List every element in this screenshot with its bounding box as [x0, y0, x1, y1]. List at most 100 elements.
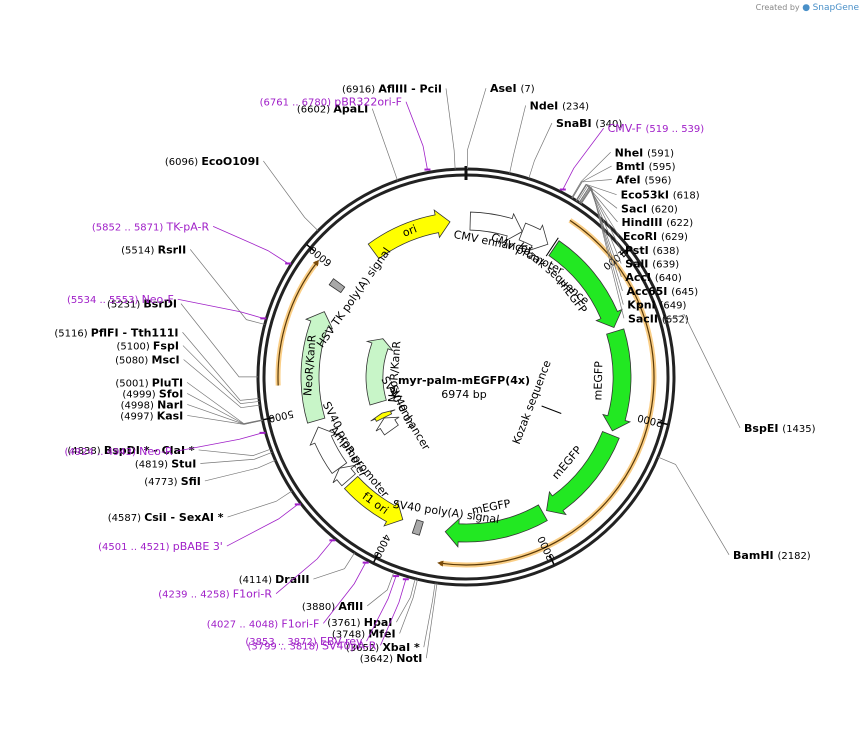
enzyme-label: (4997) KasI — [120, 409, 183, 422]
enzyme-label: BamHI (2182) — [733, 549, 811, 562]
enzyme-position: (4819) — [135, 459, 171, 470]
ruler-tick — [263, 416, 274, 421]
enzyme-label: (4819) StuI — [135, 457, 197, 470]
primer-leader — [177, 298, 264, 319]
enzyme-label: (5116) PflFI - Tth111I — [54, 326, 178, 339]
feature-promoter — [309, 426, 348, 474]
enzyme-label: (3642) NotI — [360, 652, 423, 665]
inner-feature-ori — [370, 409, 396, 422]
feature-label: mEGFP — [591, 361, 605, 401]
feature-gfp — [548, 240, 623, 328]
enzyme-position: (3761) — [327, 618, 363, 629]
enzyme-label: (6096) EcoO109I — [165, 155, 259, 168]
primer-leader — [405, 101, 428, 170]
primer-leader — [366, 575, 397, 642]
enzyme-name: BspDI * - ClaI * — [104, 444, 195, 457]
enzyme-position: (1435) — [782, 424, 815, 435]
enzyme-position: (4114) — [239, 575, 275, 586]
enzyme-label: NheI (591) — [615, 146, 674, 159]
enzyme-label: (4773) SfiI — [144, 475, 201, 488]
primer-label: (5852 .. 5871) TK-pA-R — [92, 220, 210, 233]
enzyme-leader — [576, 184, 618, 223]
polya-signal-box — [411, 519, 424, 536]
plasmid-length: 6974 bp — [441, 388, 486, 401]
enzyme-leader — [466, 88, 487, 170]
enzyme-name: SacI — [621, 202, 651, 215]
primer-position: (4924 .. 4943) — [65, 447, 140, 458]
enzyme-name: BamHI — [733, 549, 777, 562]
primer-label: (4924 .. 4943) Neo-R — [65, 445, 174, 458]
orange-arc — [277, 259, 319, 386]
enzyme-position: (2182) — [777, 551, 810, 562]
enzyme-position: (640) — [655, 273, 682, 284]
ruler-label: 4000 — [371, 532, 392, 560]
ruler-label: 6000 — [308, 243, 335, 268]
enzyme-label: (4114) DraIII — [239, 573, 310, 586]
enzyme-leader — [189, 249, 265, 325]
enzyme-name: HindIII — [621, 216, 666, 229]
enzyme-label: BmtI (595) — [616, 160, 676, 173]
enzyme-name: XbaI * — [382, 641, 420, 654]
orange-arcs — [275, 218, 657, 568]
ruler-tick — [373, 552, 379, 563]
enzyme-name: SfiI — [181, 475, 201, 488]
enzyme-position: (652) — [662, 314, 689, 325]
enzyme-position: (595) — [649, 162, 676, 173]
enzyme-label: NdeI (234) — [530, 99, 589, 112]
enzyme-position: (6602) — [297, 105, 333, 116]
feature-label: NeoR/KanR — [301, 334, 319, 397]
enzyme-name: ApaLI — [333, 103, 368, 116]
primer-position: (5534 .. 5553) — [67, 295, 142, 306]
enzyme-label: HindIII (622) — [621, 216, 693, 229]
enzyme-label: KpnI (649) — [627, 299, 686, 312]
primer-name: SV40pA-R — [322, 639, 377, 652]
inner-mark — [541, 405, 562, 414]
enzyme-position: (618) — [673, 191, 700, 202]
enzyme-leader — [579, 186, 623, 291]
enzyme-name: AseI — [490, 82, 520, 95]
enzyme-label: PstI (638) — [625, 244, 680, 257]
primer-position: (3853 .. 3872) — [245, 637, 320, 648]
feature-promoter — [332, 465, 356, 487]
primer-name: F1ori-F — [281, 617, 319, 630]
orange-arc — [437, 219, 655, 567]
primer-label: (4027 .. 4048) F1ori-F — [207, 617, 320, 630]
enzyme-label: (5080) MscI — [115, 353, 180, 366]
primer-leader — [226, 504, 299, 547]
enzyme-leader — [425, 582, 438, 659]
enzyme-name: EcoO109I — [201, 155, 259, 168]
enzyme-position: (4773) — [144, 477, 180, 488]
primer-name: TK-pA-R — [165, 220, 209, 233]
primer-label: (5534 .. 5553) Neo-F — [67, 293, 174, 306]
enzyme-label: (3880) AflII — [302, 600, 363, 613]
enzyme-leader — [577, 184, 620, 237]
enzyme-leader — [572, 179, 612, 199]
enzyme-name: NarI — [157, 398, 183, 411]
enzyme-position: (638) — [653, 246, 680, 257]
enzyme-label: (4999) SfoI — [122, 387, 183, 400]
primer-name: Neo-F — [142, 293, 174, 306]
primer-leader — [380, 579, 407, 646]
ruler-tick — [619, 247, 629, 256]
enzyme-leader — [423, 582, 436, 648]
enzyme-label: (6916) AflIII - PciI — [342, 82, 442, 95]
enzyme-leader — [657, 456, 730, 556]
primer-label: (4501 .. 4521) pBABE 3' — [98, 540, 223, 553]
feature-gfp — [444, 504, 548, 548]
ruler-tick — [306, 244, 315, 252]
enzyme-position: (6096) — [165, 157, 201, 168]
enzyme-leader — [204, 460, 276, 482]
primer-name: F1ori-R — [233, 588, 273, 601]
credit-prefix: Created by — [755, 3, 800, 12]
primer-leader — [275, 540, 333, 595]
enzyme-name: PluTI — [152, 376, 183, 389]
enzyme-name: SacII — [628, 312, 662, 325]
enzyme-leader — [575, 183, 618, 209]
ruler-tick — [657, 421, 668, 426]
enzyme-leader — [445, 88, 456, 170]
enzyme-position: (645) — [671, 287, 698, 298]
enzyme-leader — [509, 105, 526, 174]
enzyme-position: (7) — [520, 84, 534, 95]
enzyme-leader — [187, 415, 263, 425]
primer-position: (5852 .. 5871) — [92, 222, 167, 233]
